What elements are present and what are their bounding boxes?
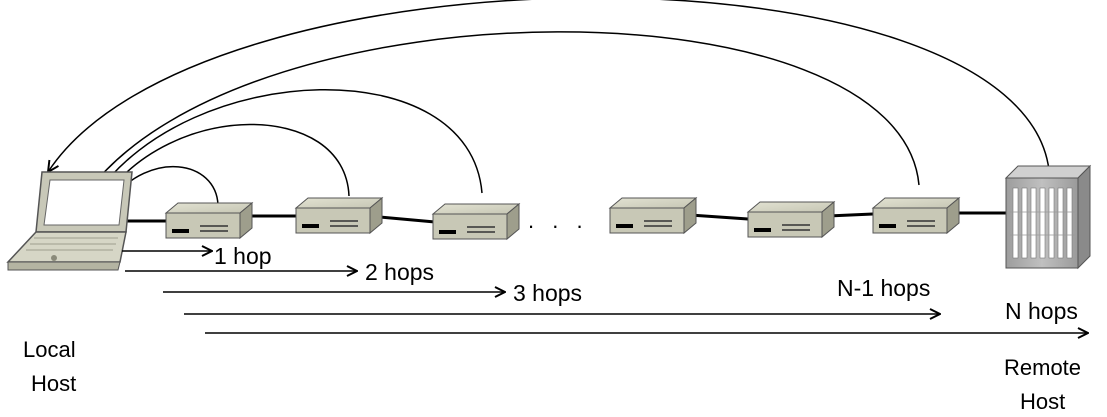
reply-arc-hop-2: [103, 123, 350, 200]
hop-label-1: 1 hop: [214, 243, 272, 269]
reply-arcs: [48, 0, 1050, 206]
remote-host-label-line2: Host: [1020, 389, 1065, 414]
local-host-label-line1: Local: [23, 337, 76, 362]
router-icon: [431, 202, 521, 241]
hop-arrows: [122, 251, 1088, 333]
reply-arc-hop-n-1: [89, 31, 920, 190]
ellipsis-label: . . .: [528, 208, 589, 233]
router-icon: [608, 196, 698, 235]
router-icon: [294, 196, 384, 235]
router-icon: [871, 196, 961, 235]
local-host-label-line2: Host: [31, 371, 76, 396]
hop-label-n-1: N-1 hops: [837, 275, 930, 301]
hop-label-n: N hops: [1005, 298, 1078, 324]
remote-host-label-line1: Remote: [1004, 355, 1081, 380]
router-icon: [164, 201, 254, 240]
network-links: [124, 211, 1006, 224]
router-icon: [746, 200, 836, 239]
laptop-icon: [6, 171, 133, 271]
hop-label-3: 3 hops: [513, 280, 582, 306]
server-icon: [1004, 164, 1092, 270]
hop-label-2: 2 hops: [365, 259, 434, 285]
reply-arc-hop-n: [48, 0, 1050, 172]
reply-arc-hop-3: [96, 88, 483, 195]
